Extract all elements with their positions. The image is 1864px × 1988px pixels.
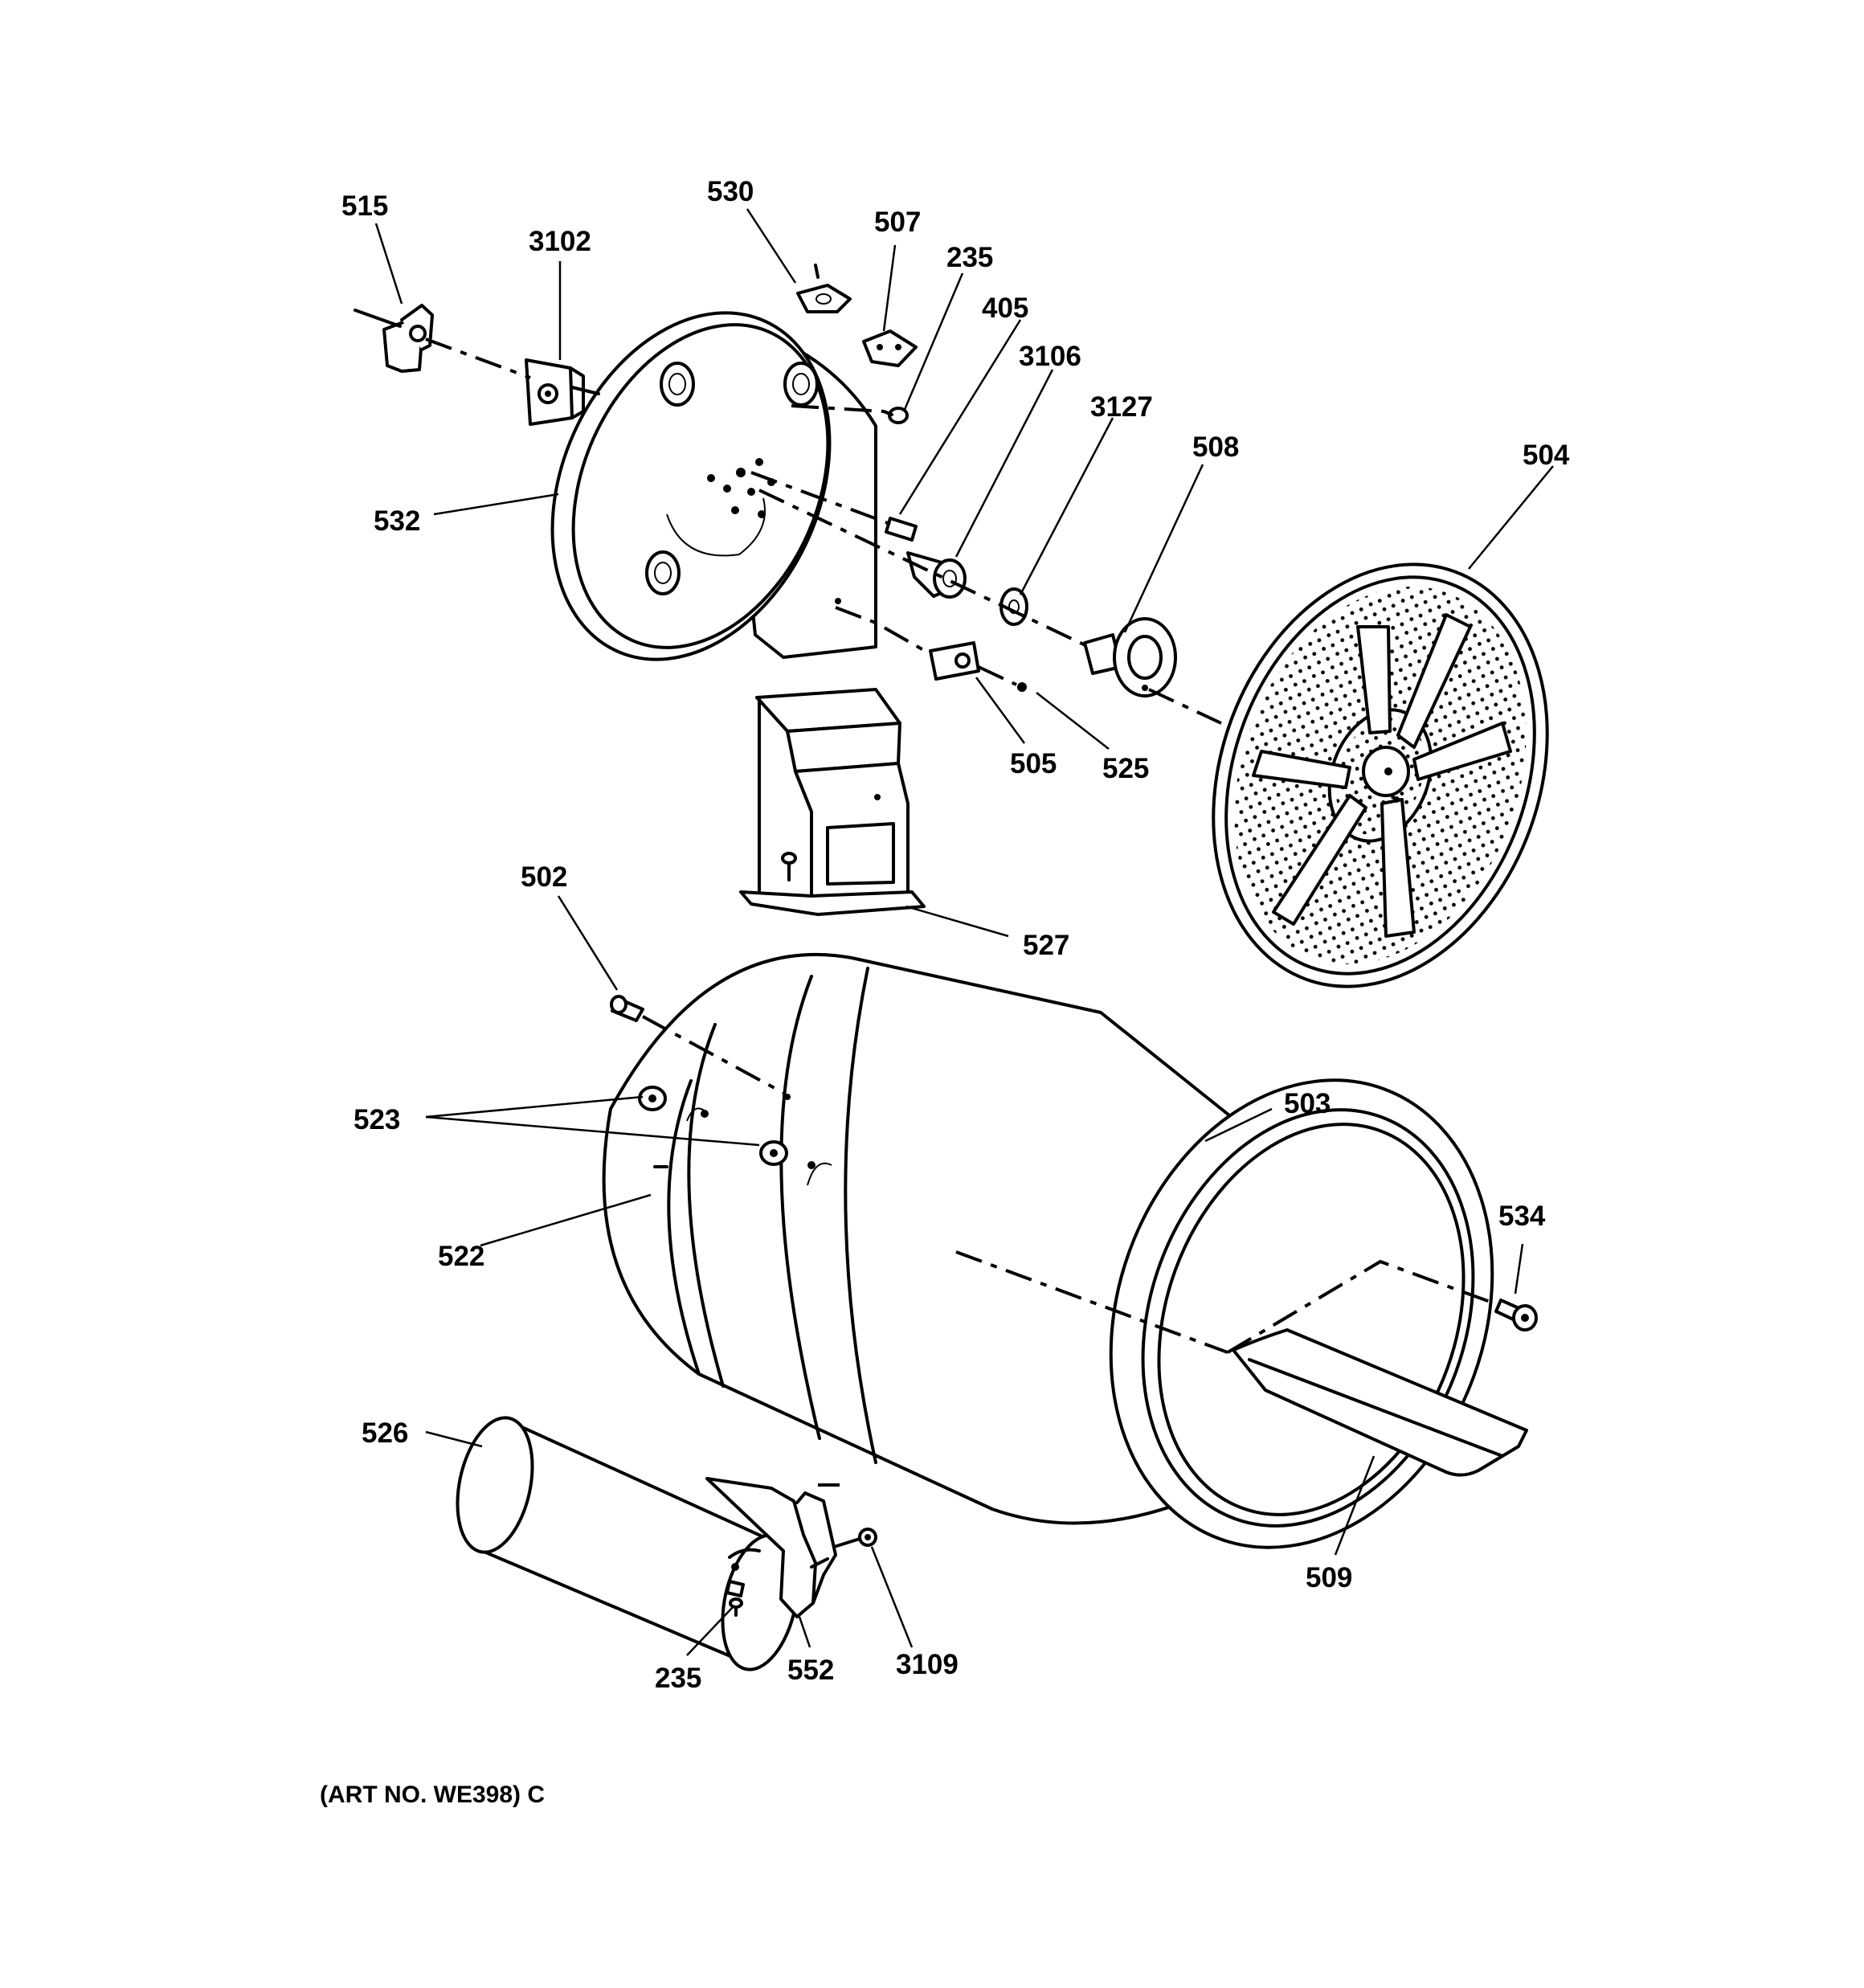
heater-bracket: [705, 1477, 837, 1618]
callout-235-bottom: 235: [655, 1663, 701, 1694]
callout-525: 525: [1102, 753, 1149, 784]
drum-baffle: [1212, 562, 1549, 988]
callout-509: 509: [1306, 1562, 1352, 1593]
screw-525: [1017, 682, 1027, 692]
callout-532: 532: [374, 505, 420, 537]
callout-3102: 3102: [529, 226, 591, 257]
callout-530: 530: [707, 176, 754, 207]
leader-lines: [374, 208, 1554, 1656]
callout-505: 505: [1010, 748, 1057, 779]
callout-527: 527: [1023, 930, 1069, 961]
bracket-505: [929, 641, 980, 681]
shaft-508: [1083, 617, 1177, 697]
thermostat-507: [862, 329, 918, 367]
screw-3109: [858, 1528, 877, 1547]
callout-3106: 3106: [1019, 341, 1081, 372]
callout-3127: 3127: [1090, 391, 1153, 423]
callout-526: 526: [362, 1417, 408, 1449]
screw-502: [610, 995, 644, 1022]
bolt-405: [885, 517, 918, 542]
heater-element: [456, 1416, 799, 1671]
callout-522: 522: [438, 1241, 484, 1272]
callout-502: 502: [521, 861, 567, 893]
plate-530: [796, 264, 852, 313]
art-number: (ART NO. WE398) C: [320, 1781, 545, 1808]
callout-405: 405: [982, 292, 1028, 324]
screw-235-top: [882, 407, 909, 424]
callout-503: 503: [1284, 1088, 1331, 1119]
lint-screen: [1232, 1328, 1528, 1477]
screw-534: [1494, 1299, 1538, 1331]
callout-552: 552: [787, 1655, 834, 1686]
exhaust-duct: [739, 688, 926, 916]
bearing-3106: [906, 551, 967, 599]
callout-515: 515: [341, 190, 388, 222]
callout-235-top: 235: [946, 242, 993, 273]
callout-labels: 515 3102 530 507 235 405 3106 3127 508 5…: [341, 176, 1570, 1694]
bracket-part: [354, 304, 434, 373]
callout-3109: 3109: [896, 1649, 959, 1680]
callout-504: 504: [1523, 440, 1570, 471]
mount-plate: [525, 358, 600, 426]
callout-534: 534: [1498, 1201, 1546, 1232]
rear-bulkhead: [550, 311, 877, 661]
callout-508: 508: [1192, 432, 1239, 463]
callout-523: 523: [354, 1104, 400, 1135]
callout-507: 507: [874, 207, 921, 238]
